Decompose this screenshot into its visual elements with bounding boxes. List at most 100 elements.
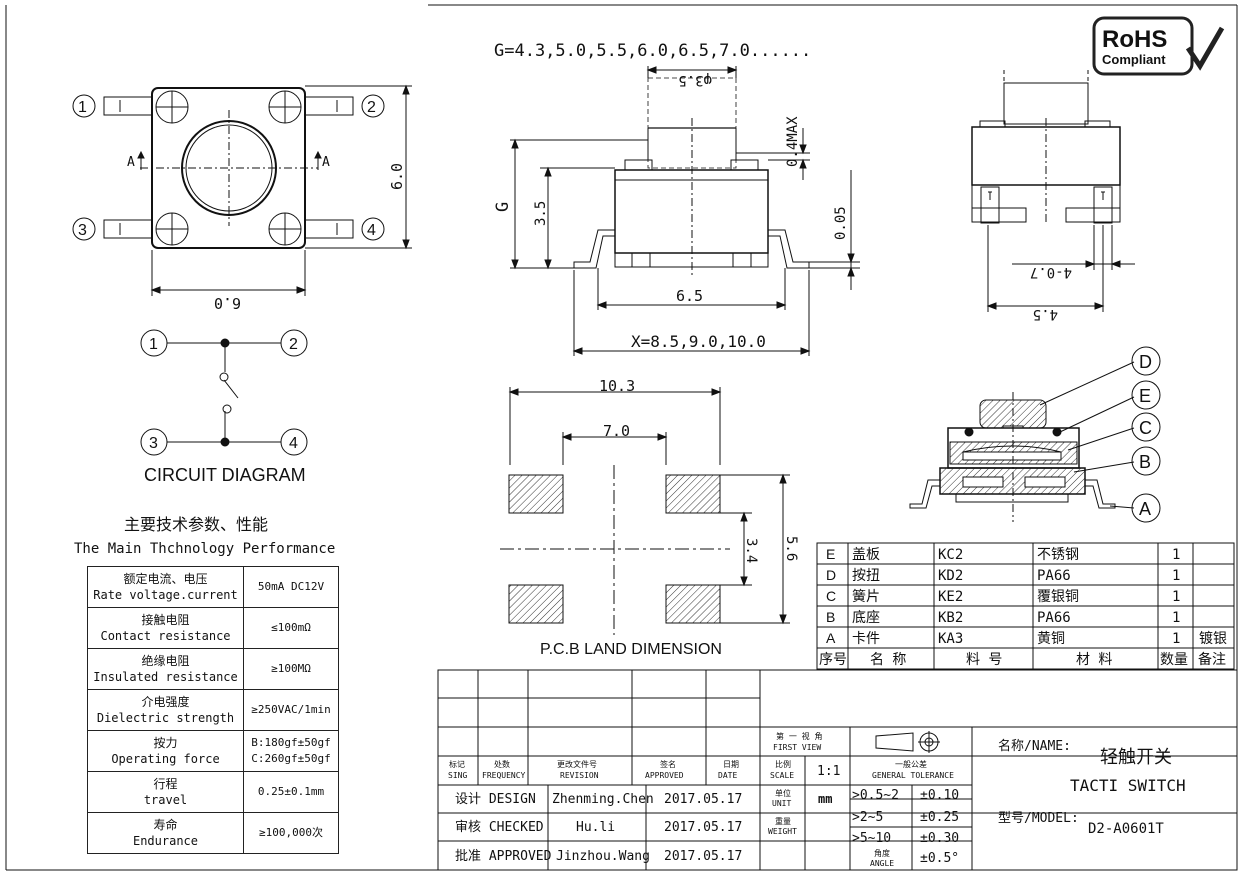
side-view (971, 70, 1135, 312)
unit-value: mm (818, 792, 832, 806)
dim-max-travel: 0.4MAX (785, 116, 801, 167)
designer-name: Zhenming.Chen (552, 792, 654, 807)
circuit-pin-1: 1 (149, 336, 158, 353)
tol-range-1: >0.5~2 (852, 788, 899, 803)
scale-value: 1:1 (817, 764, 840, 779)
section-callouts: D E C B A (1139, 352, 1152, 519)
product-name-cn: 轻触开关 (1100, 747, 1172, 767)
size-series-label: G=4.3,5.0,5.5,6.0,6.5,7.0...... (494, 41, 811, 61)
hdr-approved-cn: 签名 (660, 759, 676, 769)
rohs-logo: RoHS Compliant (1092, 16, 1225, 76)
performance-title-en: The Main Thchnology Performance (74, 541, 335, 557)
svg-text:E: E (826, 546, 835, 562)
svg-text:KA3: KA3 (938, 631, 963, 647)
role-checked: 审核 CHECKED (455, 820, 544, 835)
hdr-approved-en: APPROVED (645, 771, 684, 780)
product-name-en: TACTI SWITCH (1070, 776, 1186, 795)
dim-x-series: X=8.5,9.0,10.0 (631, 332, 766, 351)
pcb-land-pattern (500, 387, 790, 635)
svg-text:KB2: KB2 (938, 610, 963, 626)
callout-e: E (1139, 386, 1151, 406)
svg-text:D: D (826, 567, 836, 583)
bom-row-a: A 卡件 KA3 黄铜 1 镀银 (826, 630, 1227, 647)
dim-body-height: 3.5 (533, 201, 549, 226)
svg-text:卡件: 卡件 (852, 631, 880, 647)
dim-lead-width: 4-0.7 (1030, 264, 1072, 280)
dim-pcb-total: 10.3 (599, 377, 635, 395)
svg-text:KD2: KD2 (938, 568, 963, 584)
bom-row-c: C 簧片 KE2 覆银铜 1 (826, 588, 1180, 605)
section-a-right: A (322, 155, 330, 170)
scale-cn: 比例 (775, 759, 791, 769)
approver-name: Jinzhou.Wang (556, 849, 650, 864)
dim-body-width: 6.5 (676, 287, 703, 305)
svg-text:覆银铜: 覆银铜 (1037, 589, 1079, 605)
circuit-diagram (140, 329, 308, 456)
callout-d: D (1139, 352, 1152, 372)
angle-tol: ±0.5° (920, 851, 959, 866)
bom-row-e: E 盖板 KC2 不锈钢 1 (826, 546, 1180, 563)
dim-side-width: 4.5 (1033, 306, 1058, 322)
front-view: G=4.3,5.0,5.5,6.0,6.5,7.0...... (494, 41, 860, 356)
svg-text:C: C (826, 588, 836, 604)
section-view (909, 346, 1161, 523)
hdr-date-en: DATE (718, 771, 737, 780)
hdr-freq-cn: 处数 (494, 759, 510, 769)
front-view-labels: φ3.5 0.4MAX G 3.5 0.05 6.5 X=8.5,9.0,10.… (493, 72, 849, 351)
svg-text:1: 1 (1172, 568, 1180, 584)
tol-value-1: ±0.10 (920, 788, 959, 803)
model-label: 型号/MODEL: (998, 811, 1079, 826)
hdr-sing-cn: 标记 (449, 759, 465, 769)
hdr-date-cn: 日期 (723, 760, 739, 769)
svg-text:KC2: KC2 (938, 547, 963, 563)
design-date: 2017.05.17 (664, 792, 742, 807)
angle-cn: 角度 (874, 848, 890, 858)
hdr-rev-en: REVISION (560, 771, 599, 780)
tol-value-3: ±0.30 (920, 831, 959, 846)
title-block-text: 标记 SING 处数 FREQUENCY 更改文件号 REVISION 签名 A… (448, 731, 1186, 868)
dim-lead-height: 0.05 (833, 206, 849, 240)
dim-g: G (493, 202, 513, 212)
svg-text:料 号: 料 号 (966, 652, 1002, 668)
bom-rows: E 盖板 KC2 不锈钢 1 D 按扭 KD2 PA66 1 C 簧片 KE2 … (819, 546, 1227, 668)
pin-2-label: 2 (367, 99, 376, 116)
svg-text:簧片: 簧片 (852, 589, 880, 605)
angle-en: ANGLE (870, 859, 894, 868)
checker-name: Hu.li (576, 820, 615, 835)
svg-text:1: 1 (1172, 589, 1180, 605)
circuit-pin-3: 3 (149, 435, 158, 452)
svg-text:按扭: 按扭 (852, 568, 880, 584)
side-view-labels: 4-0.7 4.5 (1030, 264, 1072, 322)
weight-en: WEIGHT (768, 827, 797, 836)
performance-title-cn: 主要技术参数、性能 (124, 516, 268, 534)
svg-text:镀银: 镀银 (1199, 630, 1227, 647)
circuit-pin-2: 2 (289, 336, 298, 353)
svg-text:PA66: PA66 (1037, 568, 1071, 584)
hdr-freq-en: FREQUENCY (482, 771, 526, 780)
role-design: 设计 DESIGN (455, 792, 536, 807)
pcb-land-title: P.C.B LAND DIMENSION (540, 641, 722, 658)
scale-en: SCALE (770, 771, 794, 780)
dim-pcb-gap: 3.4 (743, 538, 759, 563)
section-a-left: A (127, 155, 135, 170)
approved-date: 2017.05.17 (664, 849, 742, 864)
rohs-text: RoHS (1102, 26, 1167, 53)
pin-1-label: 1 (78, 99, 87, 116)
title-block-grid (437, 669, 1238, 871)
pin-3-label: 3 (78, 222, 87, 239)
svg-text:盖板: 盖板 (852, 547, 880, 563)
svg-text:序号: 序号 (819, 652, 847, 668)
bom-row-d: D 按扭 KD2 PA66 1 (826, 567, 1180, 584)
rohs-compliant-text: Compliant (1102, 52, 1166, 67)
tolerance-en: GENERAL TOLERANCE (872, 771, 954, 780)
top-view-labels: 1 2 3 4 A A 6.0 6.0 (78, 99, 406, 312)
svg-text:KE2: KE2 (938, 589, 963, 605)
tol-range-2: >2~5 (852, 810, 883, 825)
first-view-cn: 第 一 视 角 (776, 731, 822, 741)
svg-text:A: A (826, 630, 836, 646)
svg-text:PA66: PA66 (1037, 610, 1071, 626)
circuit-pin-4: 4 (289, 435, 298, 452)
dim-top-width: 6.0 (214, 294, 241, 312)
